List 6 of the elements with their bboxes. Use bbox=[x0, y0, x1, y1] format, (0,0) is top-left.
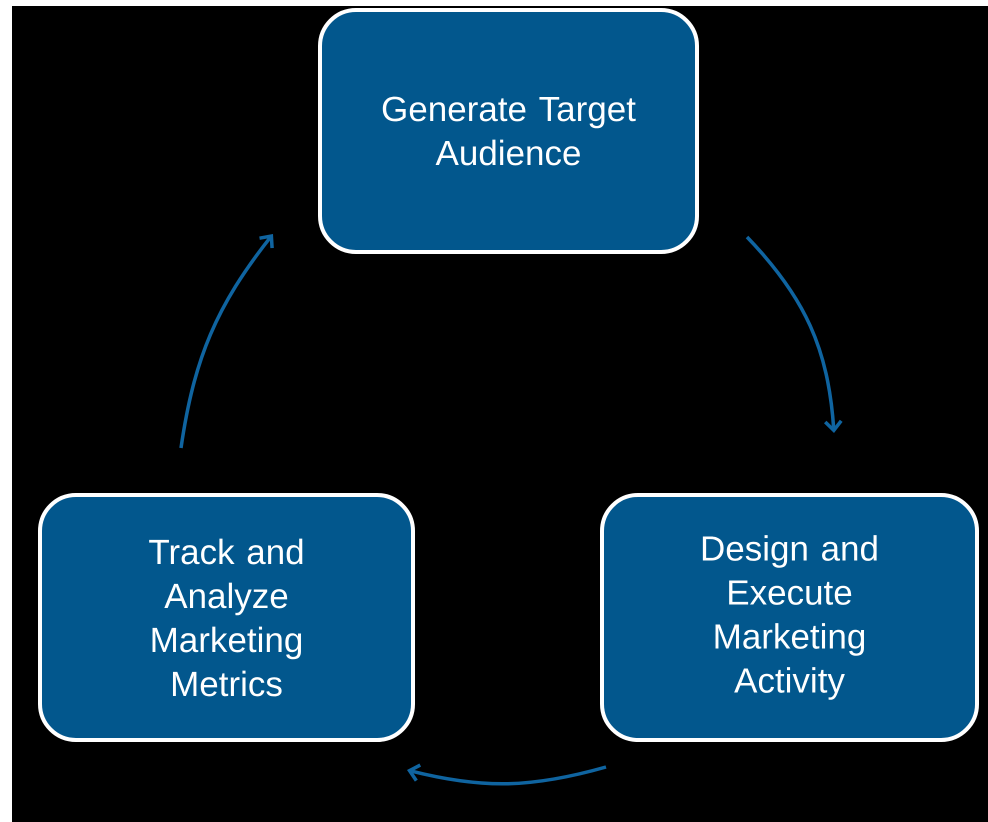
arrow bbox=[746, 236, 843, 433]
process-box: Generate Target Audience bbox=[318, 8, 699, 254]
process-box: Design and Execute Marketing Activity bbox=[600, 493, 979, 742]
process-box: Track and Analyze Marketing Metrics bbox=[38, 493, 415, 742]
arrow bbox=[407, 764, 606, 786]
arrow bbox=[179, 234, 274, 448]
